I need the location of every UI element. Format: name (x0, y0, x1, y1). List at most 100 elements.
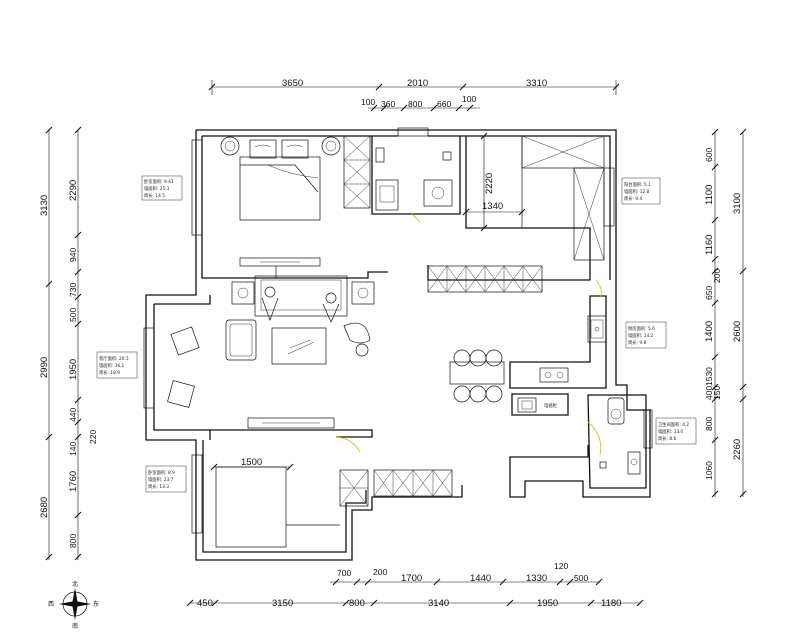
note-line: 客厅面积: 20.5 (99, 355, 129, 362)
dim-top2-1: 100 (361, 97, 375, 107)
note-line: 墙面积: 14.2 (628, 332, 654, 339)
round-stool-icon (355, 343, 369, 357)
dining-chair-3 (485, 349, 503, 367)
dim-top-1: 3650 (282, 78, 303, 89)
shelf (375, 147, 385, 163)
compass-west: 西 (48, 601, 54, 608)
compass-icon: 北 南 西 东 (48, 580, 99, 630)
note-line: 厨房面积: 5.6 (628, 325, 655, 332)
living-room (167, 275, 375, 453)
coffee-table (271, 327, 327, 365)
bathroom-north (371, 136, 461, 223)
dim-right-8: 400 (704, 386, 714, 400)
note-line: 卫生间面积: 4.2 (658, 421, 689, 428)
dim-left2-5: 1950 (68, 359, 79, 380)
note-line: 卧室面积: 8.9 (148, 469, 175, 476)
stove-icon (539, 367, 569, 383)
dim-room-2220: 2220 (484, 173, 495, 194)
tv-cabinet (247, 417, 335, 429)
dining-chair-6 (485, 385, 503, 403)
dim-left2-8: 140 (68, 442, 78, 456)
basin-small (517, 397, 537, 413)
dining-chair-5 (469, 385, 487, 403)
toilet (423, 179, 453, 207)
note-line: 墙面积: 12.8 (624, 188, 650, 195)
dim-room-1340: 1340 (482, 201, 503, 212)
dim-right-7: 1530 (704, 367, 714, 386)
dim-right2-4: 2260 (732, 439, 743, 460)
lamp-left-icon (220, 136, 240, 156)
note-line: 阳台面积: 5.1 (624, 181, 651, 188)
note-second-bedroom (145, 465, 187, 493)
dining-chair-4 (453, 385, 471, 403)
lamp-right-icon (321, 136, 341, 156)
dim-bot1-4: 1440 (470, 573, 491, 584)
note-line: 周长: 9.4 (624, 195, 643, 202)
dim-top-2: 2010 (407, 78, 428, 89)
room-dimensions: 2220 1340 (462, 132, 526, 232)
tv-label: 电视柜 (544, 402, 558, 409)
dim-bot2-5: 1950 (537, 598, 558, 609)
right-dimension-chain: 600 1100 1160 200 650 1400 1530 400 800 … (704, 128, 747, 498)
note-bathroom (655, 417, 697, 445)
bed (239, 156, 321, 221)
dim-left-1: 3130 (39, 195, 50, 216)
left-dimension-chain: 3130 2990 2680 2290 940 730 500 1950 440… (39, 126, 98, 561)
tv-cabinet-bedroom (239, 257, 321, 267)
toilet-south-icon (610, 408, 622, 420)
top-counter (521, 135, 605, 169)
window-living (143, 327, 155, 409)
dim-right-4: 200 (712, 269, 722, 283)
note-line: 周长: 9.8 (628, 339, 647, 346)
window-bedroom (191, 139, 203, 236)
note-balcony (621, 177, 661, 205)
note-line: 周长: 18.9 (99, 369, 120, 376)
shower-south (627, 451, 641, 475)
note-line: 周长: 13.3 (148, 483, 169, 490)
person-icon-left (261, 286, 279, 322)
note-line: 周长: 14.5 (144, 192, 165, 199)
note-line: 周长: 8.6 (658, 435, 677, 442)
armchair-top (170, 326, 200, 356)
dim-bot1-7: 500 (574, 573, 588, 583)
dim-left2-2: 940 (68, 248, 78, 262)
side-table-right (351, 281, 375, 305)
pillow-left (249, 139, 277, 159)
side-counter (573, 167, 605, 261)
dim-bot2-4: 3140 (428, 598, 449, 609)
dim-bed-1500: 1500 (241, 457, 262, 468)
dim-top2-2: 360 (381, 99, 395, 109)
armchair-bottom (167, 380, 195, 408)
dim-left2-7: 220 (88, 430, 98, 444)
dim-bot1-6: 120 (554, 561, 568, 571)
dim-bot1-2: 200 (373, 567, 387, 577)
dim-bot1-5: 1330 (526, 573, 547, 584)
dining-chair-1 (453, 349, 471, 367)
lounge-chair (343, 322, 371, 344)
dim-top2-4: 660 (437, 99, 451, 109)
dining-area (427, 265, 591, 403)
wardrobe (343, 135, 371, 209)
cabinet-block (465, 135, 523, 229)
shower-icon (442, 151, 452, 161)
bathroom-south: 电视柜 (511, 393, 647, 489)
note-kitchen (625, 321, 667, 349)
compass-south: 南 (72, 622, 78, 630)
dim-left-3: 2680 (39, 497, 50, 518)
top-dimension-chain: 3650 2010 3310 100 360 800 660 100 (208, 78, 620, 112)
second-bedroom: 1500 (210, 457, 453, 548)
toilet-icon (431, 186, 445, 200)
note-line: 墙面积: 13.0 (658, 428, 684, 435)
person-icon-right (322, 292, 340, 323)
side-table-left (231, 281, 255, 305)
dining-table (449, 361, 505, 385)
dim-left2-4: 500 (68, 308, 78, 322)
dim-left2-3: 730 (68, 283, 78, 297)
dim-left2-9: 1760 (68, 471, 79, 492)
note-master-bedroom (141, 175, 183, 201)
dim-right-9: 800 (704, 417, 714, 431)
dim-right2-2: 2600 (732, 321, 743, 342)
pillow-right (281, 139, 309, 159)
note-line: 卧室面积: 9.41 (144, 178, 174, 185)
